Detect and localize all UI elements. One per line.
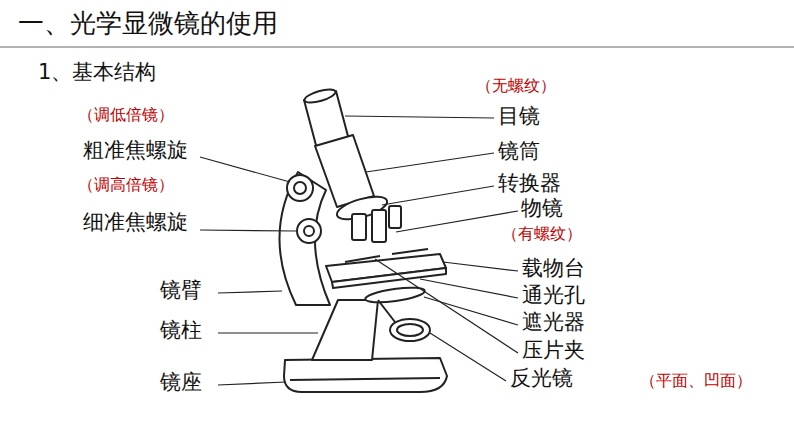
note: （有螺纹） — [502, 224, 582, 243]
part-name: 镜座 — [160, 370, 202, 395]
part-name: 物镜 — [521, 196, 563, 221]
note: （调低倍镜） — [78, 105, 174, 124]
part-name: 镜臂 — [160, 278, 202, 303]
note: （调高倍镜） — [78, 175, 174, 194]
part-name: 反光镜 — [510, 366, 573, 391]
part-name: 压片夹 — [522, 338, 585, 363]
part-name: 通光孔 — [522, 283, 585, 308]
part-name: 转换器 — [498, 171, 561, 196]
note: （无螺纹） — [476, 76, 556, 95]
page-title: 一、光学显微镜的使用 — [18, 8, 278, 39]
note: （平面、凹面） — [640, 371, 752, 390]
part-name: 粗准焦螺旋 — [83, 138, 188, 163]
part-name: 镜筒 — [498, 139, 540, 164]
section-heading: 1、基本结构 — [38, 60, 156, 85]
part-name: 载物台 — [522, 256, 585, 281]
part-name: 目镜 — [498, 104, 540, 129]
part-name: 细准焦螺旋 — [83, 210, 188, 235]
part-name: 遮光器 — [522, 310, 585, 335]
part-name: 镜柱 — [160, 318, 202, 343]
